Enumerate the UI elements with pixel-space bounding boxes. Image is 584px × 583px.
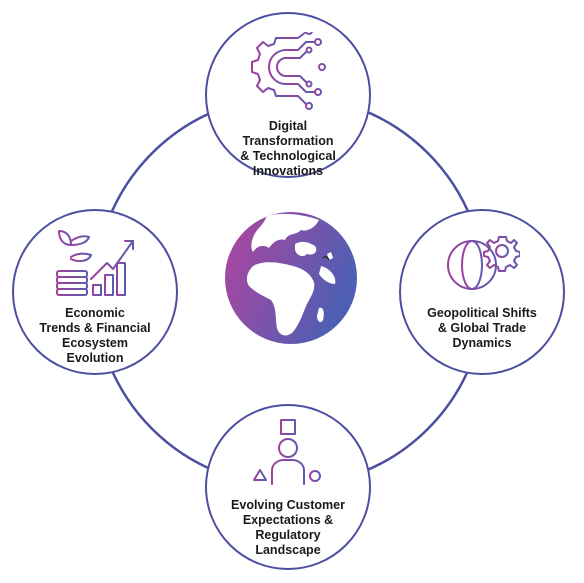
globe-icon [225,212,357,344]
globe-gear-icon [447,236,520,290]
node-label: Geopolitical Shifts & Global Trade Dynam… [427,306,537,350]
node-label: Economic Trends & Financial Ecosystem Ev… [39,306,151,365]
node-label: Evolving Customer Expectations & Regulat… [231,498,345,557]
node-customer-expectations: Evolving Customer Expectations & Regulat… [205,404,371,570]
node-label: Digital Transformation & Technological I… [240,119,336,178]
customer-shapes-icon [253,419,321,485]
digital-gear-circuit-icon [251,32,326,110]
node-economic-trends: Economic Trends & Financial Ecosystem Ev… [12,209,178,375]
node-geopolitical-shifts: Geopolitical Shifts & Global Trade Dynam… [399,209,565,375]
growth-chart-plant-icon [52,230,134,298]
node-digital-transformation: Digital Transformation & Technological I… [205,12,371,178]
